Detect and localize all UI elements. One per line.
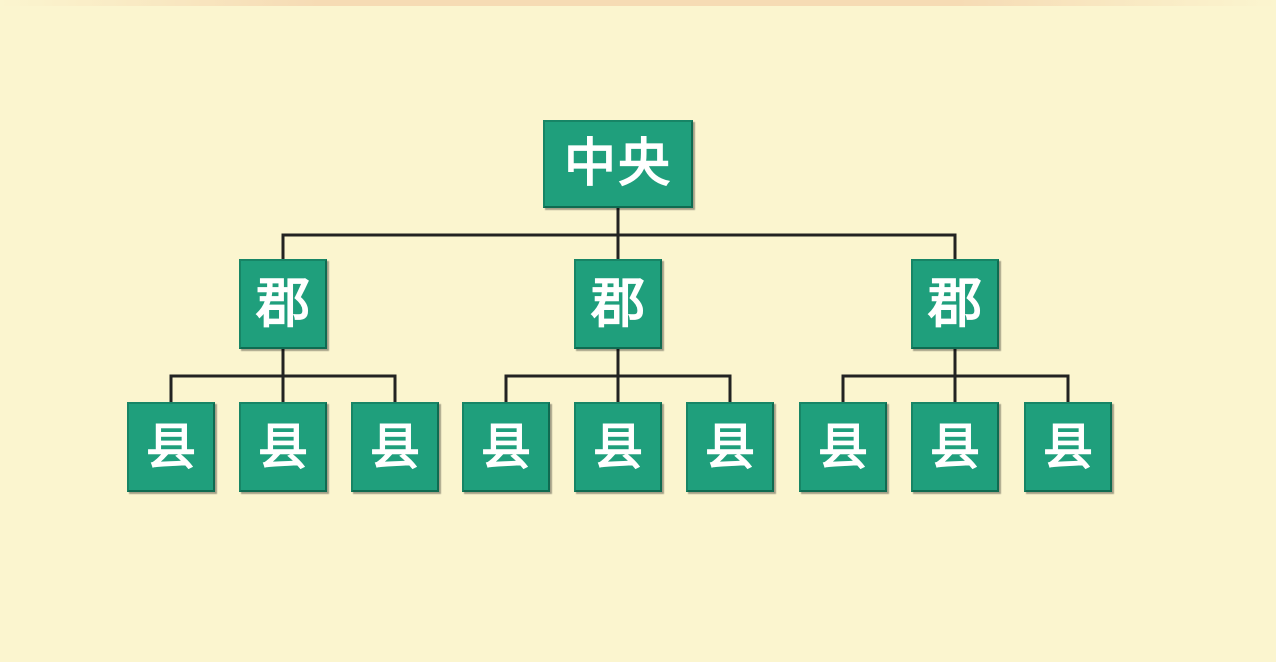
node-central: 中央: [543, 120, 693, 208]
node-county-2-1: 县: [462, 402, 550, 492]
node-county-2-3: 县: [686, 402, 774, 492]
node-county-1-3: 县: [351, 402, 439, 492]
node-county-1-2: 县: [239, 402, 327, 492]
node-county-2-2: 县: [574, 402, 662, 492]
connectors: [169, 206, 1070, 404]
node-prefecture-2: 郡: [574, 259, 662, 349]
node-prefecture-1: 郡: [239, 259, 327, 349]
node-county-1-1: 县: [127, 402, 215, 492]
node-county-3-1: 县: [799, 402, 887, 492]
node-county-3-2: 县: [911, 402, 999, 492]
top-decorative-strip: [0, 0, 1276, 6]
node-county-3-3: 县: [1024, 402, 1112, 492]
node-prefecture-3: 郡: [911, 259, 999, 349]
